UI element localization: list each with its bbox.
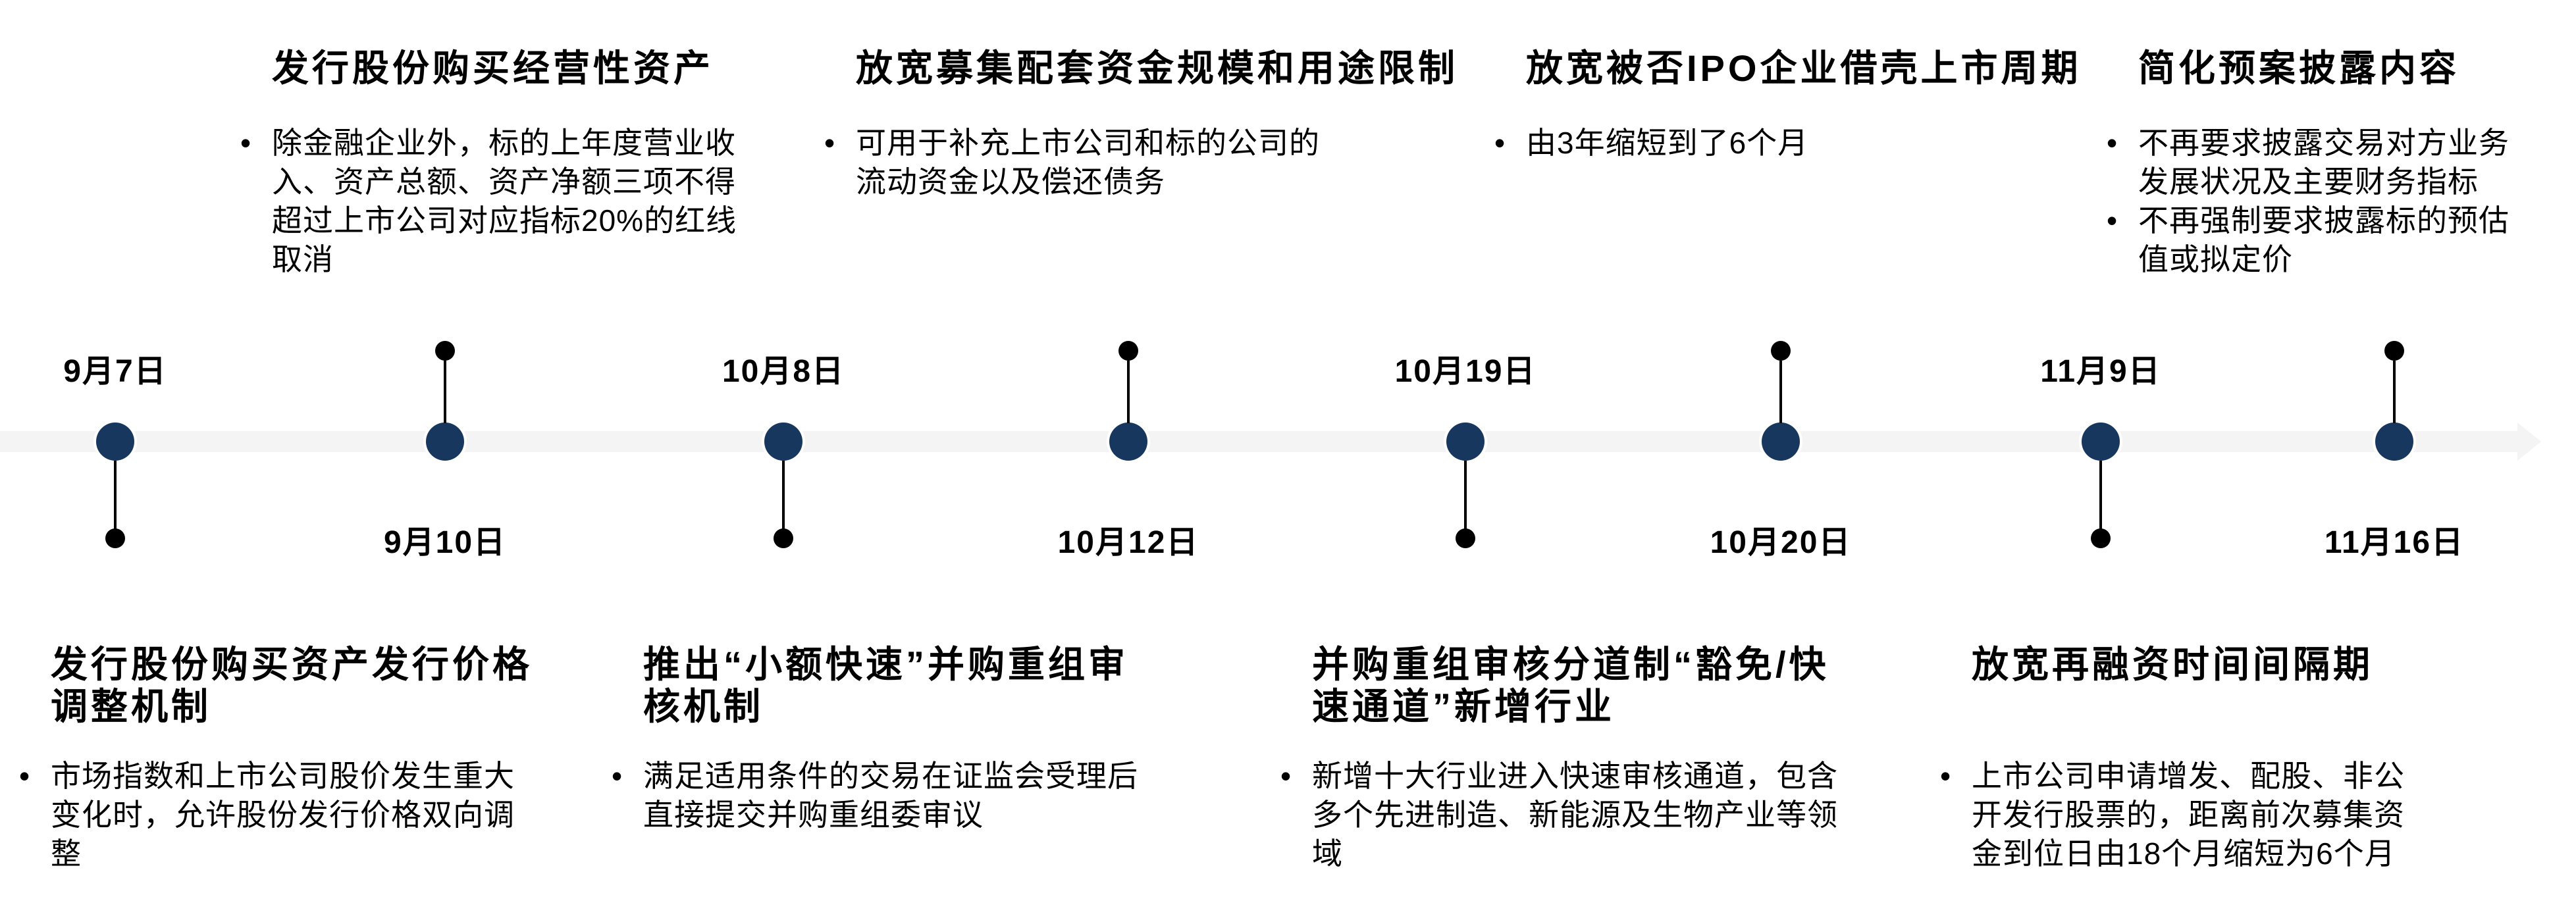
event-date: 9月7日 — [63, 354, 167, 389]
bullet-list: 满足适用条件的交易在证监会受理后直接提交并购重组委审议 — [612, 757, 1157, 834]
block-title: 推出“小额快速”并购重组审核机制 — [643, 644, 1128, 727]
block-title: 并购重组审核分道制“豁免/快速通道”新增行业 — [1312, 644, 1829, 727]
event-stem — [1779, 361, 1782, 423]
block-title: 简化预案披露内容 — [2138, 47, 2459, 89]
event-date: 10月8日 — [722, 354, 845, 389]
block-title: 放宽再融资时间间隔期 — [1972, 644, 2373, 685]
timeline-arrow-icon — [2517, 423, 2541, 461]
top-block-1: 发行股份购买经营性资产 除金融企业外，标的上年度营业收入、资产总额、资产净额三项… — [240, 47, 746, 279]
event-date: 11月16日 — [2324, 525, 2465, 560]
event-date: 10月19日 — [1394, 354, 1537, 389]
event-marker-icon — [426, 423, 464, 461]
bullet-item: 可用于补充上市公司和标的公司的流动资金以及偿还债务 — [824, 124, 1330, 201]
block-title: 发行股份购买资产发行价格调整机制 — [51, 644, 533, 727]
bullet-list: 由3年缩短到了6个月 — [1494, 124, 2026, 163]
bullet-list: 除金融企业外，标的上年度营业收入、资产总额、资产净额三项不得超过上市公司对应指标… — [240, 124, 746, 279]
event-stem — [1464, 461, 1467, 529]
bottom-block-4: 放宽再融资时间间隔期 上市公司申请增发、配股、非公开发行股票的，距离前次募集资金… — [1940, 644, 2432, 873]
bullet-item: 新增十大行业进入快速审核通道，包含多个先进制造、新能源及生物产业等领域 — [1280, 757, 1839, 873]
bottom-block-2: 推出“小额快速”并购重组审核机制 满足适用条件的交易在证监会受理后直接提交并购重… — [612, 644, 1157, 834]
block-title: 放宽募集配套资金规模和用途限制 — [856, 47, 1458, 89]
event-marker-icon — [1446, 423, 1485, 461]
event-stem — [444, 361, 446, 423]
bullet-list: 可用于补充上市公司和标的公司的流动资金以及偿还债务 — [824, 124, 1330, 201]
bullet-list: 新增十大行业进入快速审核通道，包含多个先进制造、新能源及生物产业等领域 — [1280, 757, 1839, 873]
event-stem — [2393, 361, 2396, 423]
bullet-item: 不再强制要求披露标的预估值或拟定价 — [2107, 201, 2527, 279]
top-block-4: 简化预案披露内容 不再要求披露交易对方业务发展状况及主要财务指标 不再强制要求披… — [2107, 47, 2527, 279]
event-stem — [2099, 461, 2102, 529]
event-marker-icon — [2082, 423, 2120, 461]
event-marker-icon — [764, 423, 802, 461]
bullet-item: 不再要求披露交易对方业务发展状况及主要财务指标 — [2107, 124, 2527, 201]
event-dot-icon — [2384, 341, 2404, 361]
top-block-3: 放宽被否IPO企业借壳上市周期 由3年缩短到了6个月 — [1494, 47, 2082, 163]
event-dot-icon — [1118, 341, 1138, 361]
event-dot-icon — [774, 528, 793, 548]
event-dot-icon — [435, 341, 455, 361]
bullet-list: 上市公司申请增发、配股、非公开发行股票的，距离前次募集资金到位日由18个月缩短为… — [1940, 757, 2432, 873]
event-stem — [114, 461, 117, 529]
bullet-item: 上市公司申请增发、配股、非公开发行股票的，距离前次募集资金到位日由18个月缩短为… — [1940, 757, 2432, 873]
bullet-item: 除金融企业外，标的上年度营业收入、资产总额、资产净额三项不得超过上市公司对应指标… — [240, 124, 746, 279]
event-marker-icon — [2375, 423, 2413, 461]
event-stem — [1127, 361, 1130, 423]
timeline-band — [0, 431, 2517, 452]
event-dot-icon — [105, 528, 125, 548]
event-date: 9月10日 — [383, 525, 507, 560]
event-dot-icon — [1771, 341, 1791, 361]
bottom-block-3: 并购重组审核分道制“豁免/快速通道”新增行业 新增十大行业进入快速审核通道，包含… — [1280, 644, 1839, 873]
bullet-item: 市场指数和上市公司股价发生重大变化时，允许股份发行价格双向调整 — [19, 757, 538, 873]
bullet-list: 市场指数和上市公司股价发生重大变化时，允许股份发行价格双向调整 — [19, 757, 538, 873]
top-block-2: 放宽募集配套资金规模和用途限制 可用于补充上市公司和标的公司的流动资金以及偿还债… — [824, 47, 1458, 201]
block-title: 发行股份购买经营性资产 — [272, 47, 714, 89]
bullet-list: 不再要求披露交易对方业务发展状况及主要财务指标 不再强制要求披露标的预估值或拟定… — [2107, 124, 2527, 279]
event-stem — [782, 461, 785, 529]
block-title: 放宽被否IPO企业借壳上市周期 — [1526, 47, 2082, 89]
event-date: 11月9日 — [2040, 354, 2161, 389]
event-dot-icon — [2091, 528, 2111, 548]
bullet-item: 满足适用条件的交易在证监会受理后直接提交并购重组委审议 — [612, 757, 1157, 834]
bottom-block-1: 发行股份购买资产发行价格调整机制 市场指数和上市公司股价发生重大变化时，允许股份… — [19, 644, 538, 873]
event-date: 10月20日 — [1710, 525, 1852, 560]
event-dot-icon — [1456, 528, 1475, 548]
event-marker-icon — [96, 423, 134, 461]
event-date: 10月12日 — [1057, 525, 1199, 560]
bullet-item: 由3年缩短到了6个月 — [1494, 124, 2026, 163]
event-marker-icon — [1762, 423, 1800, 461]
event-marker-icon — [1109, 423, 1147, 461]
